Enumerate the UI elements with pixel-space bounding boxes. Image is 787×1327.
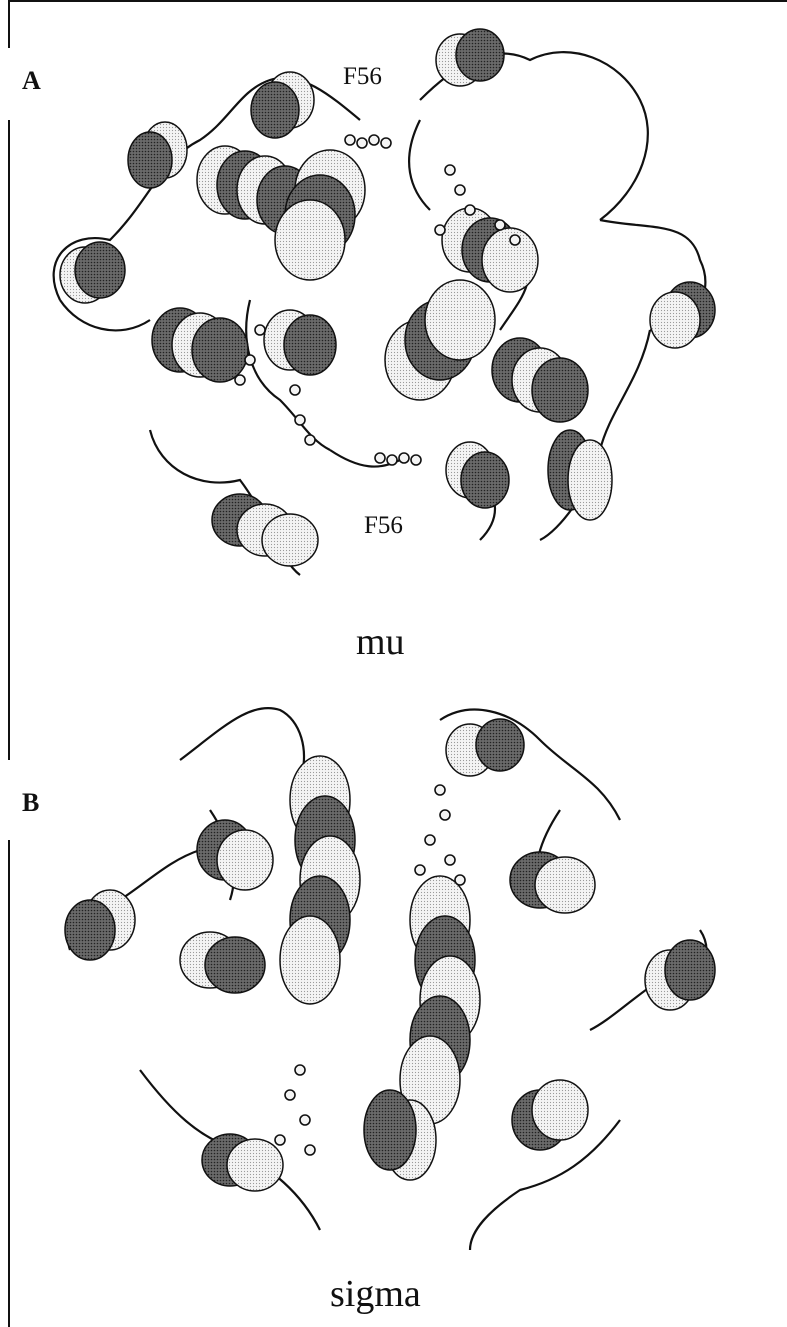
panel-b-caption: sigma [330,1272,421,1316]
sigma-dimer-ribbon-image [0,690,787,1260]
panel-a-caption: mu [356,620,405,664]
mu-dimer-ribbon-image [0,0,787,600]
